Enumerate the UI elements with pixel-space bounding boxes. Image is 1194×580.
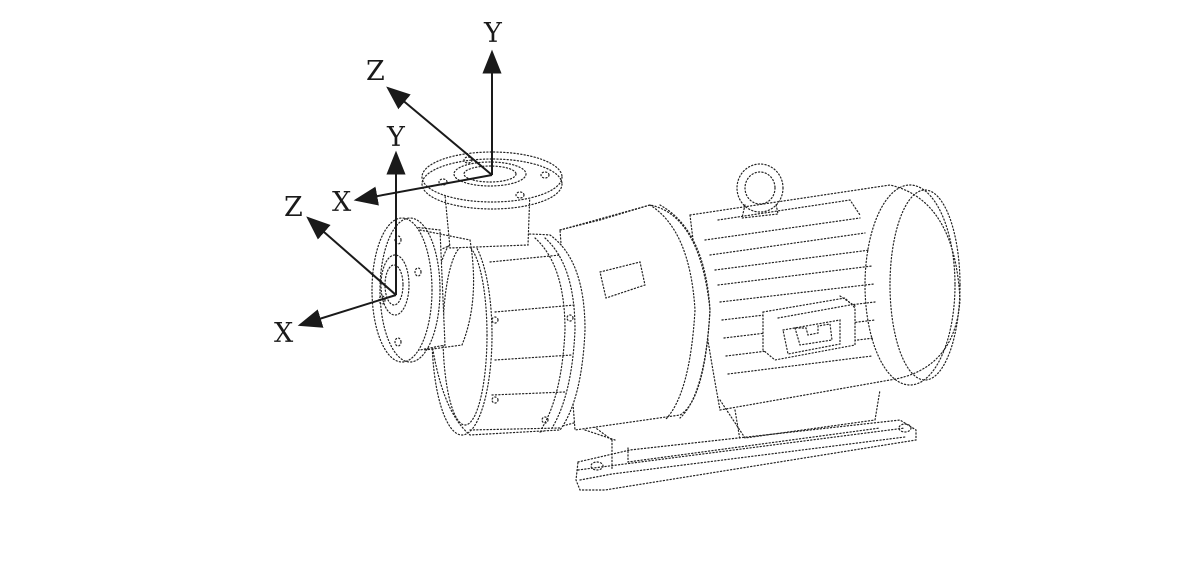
outlet-x-label: X: [332, 187, 352, 218]
bracket-housing: [559, 204, 711, 431]
inlet-axes: Y Z X: [274, 122, 406, 349]
base-plate: [539, 419, 917, 491]
inlet-z-axis: [306, 216, 397, 296]
outlet-y-label: Y: [483, 18, 503, 49]
terminal-box: [762, 295, 856, 361]
outlet-z-axis: [386, 86, 493, 176]
outlet-z-label: Z: [366, 56, 385, 87]
inlet-y-label: Y: [386, 122, 406, 153]
pump-casing: [429, 233, 586, 436]
pump-illustration: [371, 151, 961, 491]
inlet-x-axis: [297, 294, 397, 328]
lifting-eye: [736, 163, 784, 219]
outlet-axes: Y Z X: [332, 18, 503, 218]
outlet-x-axis: [353, 174, 493, 206]
inlet-z-label: Z: [284, 192, 303, 223]
motor-body: [689, 184, 961, 441]
inlet-flange: [371, 217, 475, 363]
inlet-x-label: X: [274, 318, 294, 349]
